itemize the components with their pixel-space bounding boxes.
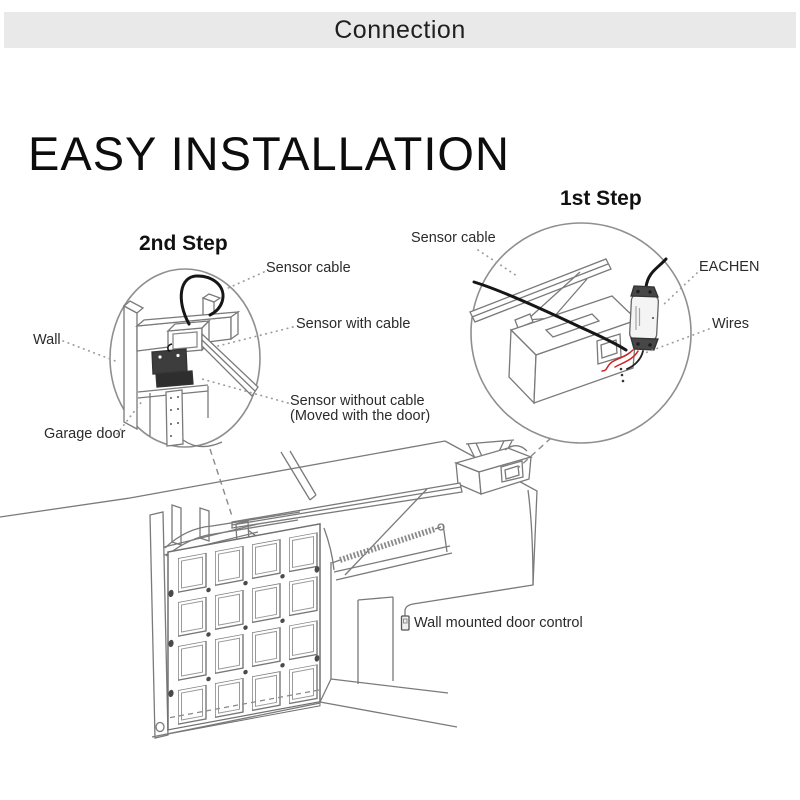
label-sensor-with-cable: Sensor with cable xyxy=(296,316,411,332)
label-wall: Wall xyxy=(33,332,61,348)
garage-scene xyxy=(0,439,538,739)
opener-motor-closeup xyxy=(508,295,639,405)
step1-callout xyxy=(469,222,692,444)
rail-hanger-bracket xyxy=(280,450,317,501)
label-sensor-without-cable: Sensor without cable (Moved with the doo… xyxy=(290,394,430,424)
side-wall-and-floor xyxy=(151,562,458,738)
opener-motor-unit xyxy=(453,445,534,496)
label-wires: Wires xyxy=(712,316,750,332)
page-title: EASY INSTALLATION xyxy=(28,127,510,180)
label-sensor-cable-step2: Sensor cable xyxy=(266,260,351,276)
label-sensor-cable-step1: Sensor cable xyxy=(411,230,496,246)
interior-door-frame xyxy=(357,596,394,684)
step1-title: 1st Step xyxy=(560,187,642,210)
label-sensor-without-cable-line1: Sensor without cable xyxy=(290,393,425,409)
connection-wires xyxy=(601,349,644,383)
wall-control-assembly xyxy=(400,489,534,631)
left-door-track xyxy=(149,511,169,739)
door-hinges xyxy=(168,566,320,698)
leader-wires xyxy=(644,328,710,354)
step2-title: 2nd Step xyxy=(139,232,228,255)
sensor-cable-run xyxy=(472,280,628,352)
sensor-with-cable xyxy=(166,319,211,354)
callout-leader-dashes xyxy=(209,437,552,517)
label-garage-door: Garage door xyxy=(44,426,126,442)
leader-sensor-cable-2 xyxy=(225,271,265,290)
opener-rail xyxy=(231,482,463,529)
step2-circle xyxy=(109,268,261,448)
step1-leader-dash xyxy=(517,437,552,469)
step1-circle xyxy=(470,222,692,444)
sensor-cable-loop xyxy=(179,274,225,326)
leader-sensor-without-cable xyxy=(201,378,289,404)
leader-eachen xyxy=(661,272,698,307)
step2-callout xyxy=(109,268,261,448)
device-top-cable xyxy=(644,257,668,289)
label-moved-with-door: (Moved with the door) xyxy=(290,408,431,424)
header-title: Connection xyxy=(334,15,466,44)
leader-sensor-cable-1 xyxy=(477,249,518,277)
leader-garage-door xyxy=(116,399,144,435)
label-eachen: EACHEN xyxy=(699,259,760,275)
step2-leader-dash xyxy=(209,448,233,517)
leader-sensor-with-cable xyxy=(217,326,294,347)
hinge-strip xyxy=(165,389,184,447)
ceiling-line xyxy=(0,440,446,518)
spring-and-right-track xyxy=(323,488,453,581)
garage-door xyxy=(167,522,321,735)
wall-stud-left xyxy=(123,304,138,431)
eachen-device xyxy=(629,257,668,351)
leader-wall xyxy=(62,340,119,363)
door-top-section xyxy=(137,384,223,448)
left-horizontal-track xyxy=(164,511,301,549)
label-leader-dots xyxy=(62,249,710,435)
header-bar: Connection xyxy=(4,12,796,48)
extension-spring xyxy=(339,526,436,563)
control-wire xyxy=(404,489,534,616)
sensor-without-cable xyxy=(151,343,194,388)
label-wall-mounted-control: Wall mounted door control xyxy=(414,615,583,631)
